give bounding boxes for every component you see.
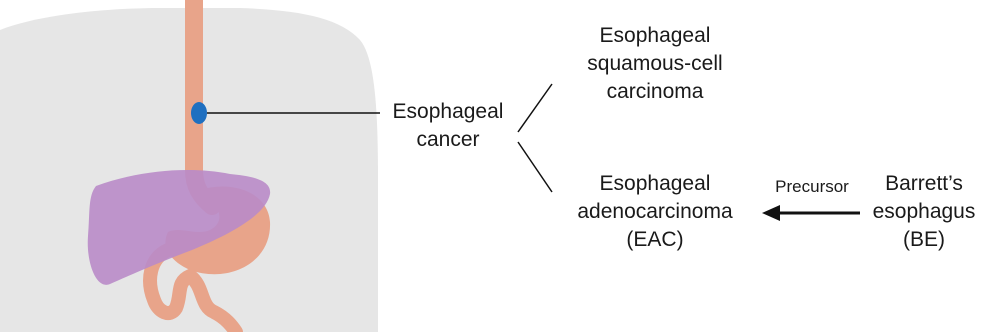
label-line: Barrett’s	[862, 170, 986, 198]
label-line: esophagus	[862, 198, 986, 226]
label-line: (BE)	[862, 226, 986, 254]
label-precursor: Precursor	[756, 176, 868, 198]
branch-line-upper	[518, 84, 552, 132]
label-line: Esophageal	[555, 22, 755, 50]
label-line: Esophageal	[555, 170, 755, 198]
label-line: (EAC)	[555, 226, 755, 254]
label-esophageal-cancer: Esophageal cancer	[378, 98, 518, 154]
label-line: Esophageal	[378, 98, 518, 126]
label-barretts-esophagus: Barrett’s esophagus (BE)	[862, 170, 986, 254]
label-line: carcinoma	[555, 78, 755, 106]
label-line: adenocarcinoma	[555, 198, 755, 226]
label-line: cancer	[378, 126, 518, 154]
tumor-marker	[191, 102, 207, 124]
label-adenocarcinoma: Esophageal adenocarcinoma (EAC)	[555, 170, 755, 254]
label-squamous-cell-carcinoma: Esophageal squamous-cell carcinoma	[555, 22, 755, 106]
precursor-arrowhead	[762, 205, 780, 221]
branch-line-lower	[518, 142, 552, 192]
label-line: squamous-cell	[555, 50, 755, 78]
